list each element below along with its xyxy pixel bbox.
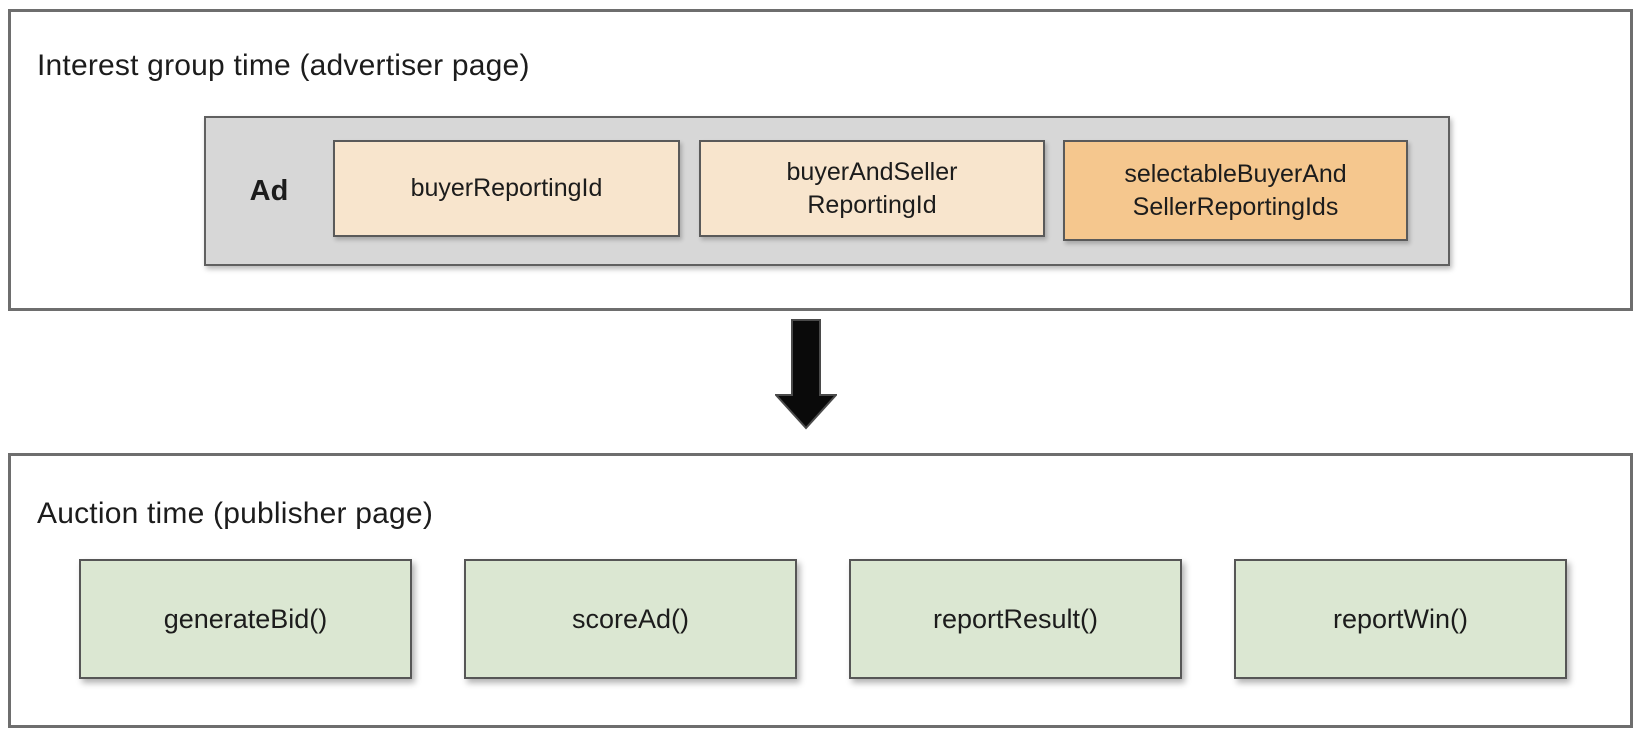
- function-box-row: generateBid() scoreAd() reportResult() r…: [79, 559, 1567, 679]
- id-box-selectable-buyer-and-seller-reporting-ids: selectableBuyerAnd SellerReportingIds: [1063, 140, 1408, 241]
- id-box-buyer-reporting-id: buyerReportingId: [333, 140, 680, 237]
- ad-container: Ad buyerReportingId buyerAndSeller Repor…: [204, 116, 1450, 266]
- interest-group-panel-title: Interest group time (advertiser page): [37, 49, 530, 82]
- fn-box-generate-bid: generateBid(): [79, 559, 412, 679]
- auction-panel-title: Auction time (publisher page): [37, 497, 434, 530]
- ad-label: Ad: [249, 174, 289, 207]
- fn-box-report-result: reportResult(): [849, 559, 1182, 679]
- fn-box-report-win: reportWin(): [1234, 559, 1567, 679]
- fn-box-score-ad: scoreAd(): [464, 559, 797, 679]
- panel-interest-group-time: Interest group time (advertiser page) Ad…: [8, 9, 1633, 311]
- panel-auction-time: Auction time (publisher page) generateBi…: [8, 453, 1633, 728]
- down-arrow-icon: [775, 319, 837, 430]
- id-box-buyer-and-seller-reporting-id: buyerAndSeller ReportingId: [699, 140, 1045, 237]
